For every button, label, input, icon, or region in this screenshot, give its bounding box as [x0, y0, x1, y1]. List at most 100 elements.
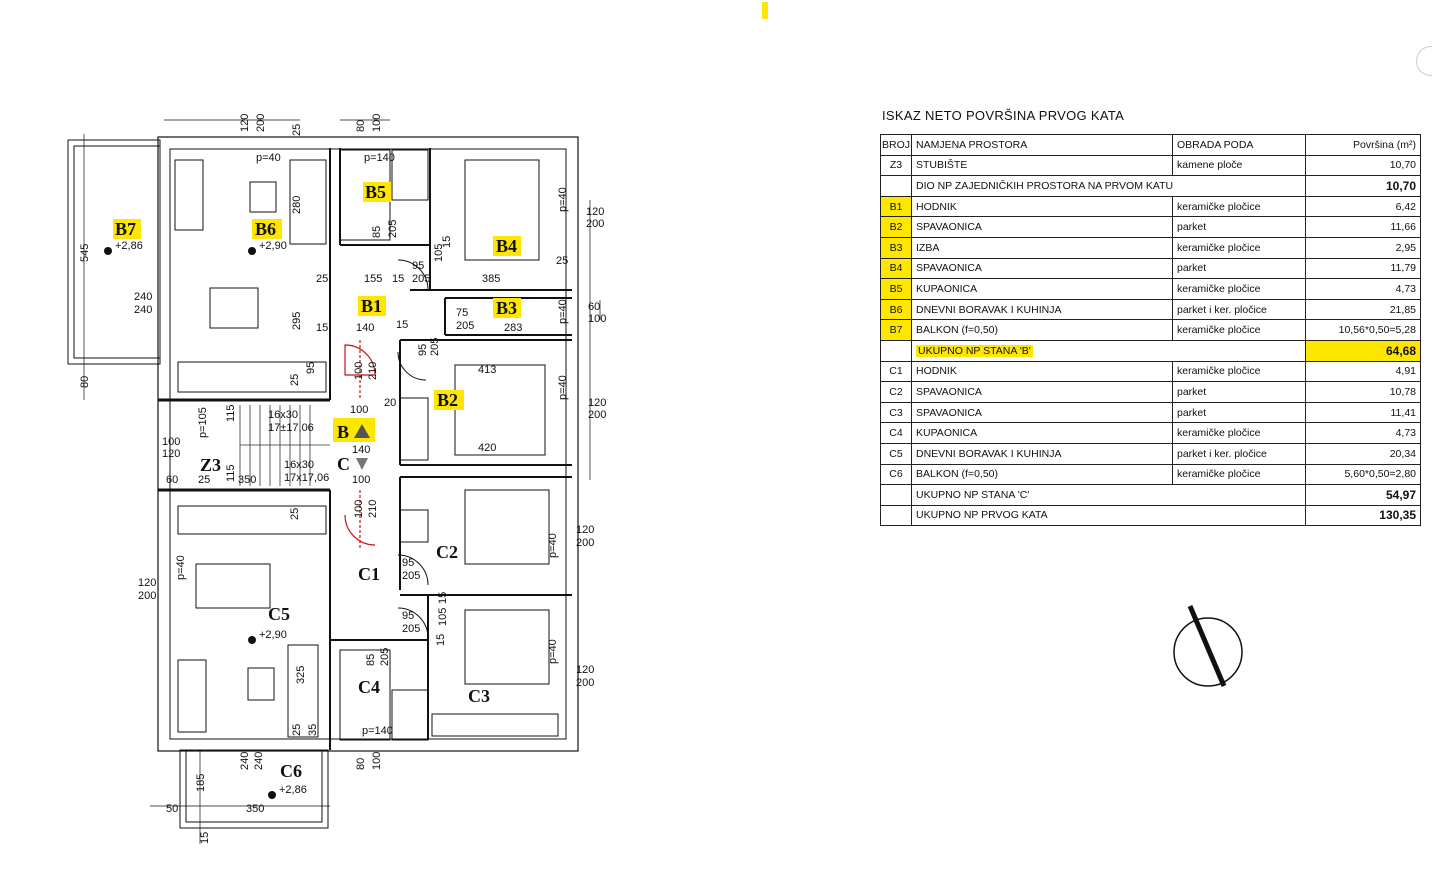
- dimension-label: 200: [138, 590, 156, 602]
- dimension-label: 295: [291, 312, 303, 330]
- room-id-cell: B6: [880, 298, 912, 321]
- dimension-label: 205: [412, 273, 430, 285]
- dimension-label: 16x30: [268, 409, 298, 421]
- dimension-label: 200: [588, 409, 606, 421]
- area-cell: 5,60*0,50=2,80: [1305, 463, 1421, 486]
- dimension-label: 15: [441, 236, 453, 248]
- room-name-cell: KUPAONICA: [911, 422, 1173, 444]
- dimension-label: 35: [307, 724, 319, 736]
- room-label-c1: C1: [358, 564, 380, 584]
- dimension-label: 120: [576, 524, 594, 536]
- dimension-label: p=140: [364, 152, 395, 164]
- room-name-cell: HODNIK: [911, 360, 1173, 383]
- dimension-label: 105: [437, 608, 449, 626]
- dimension-label: 200: [255, 114, 267, 132]
- area-cell: 6,42: [1305, 195, 1421, 218]
- room-id-cell: B4: [880, 257, 912, 280]
- dimension-label: p=40: [256, 152, 281, 164]
- dimension-label: 25: [198, 474, 210, 486]
- subtotal-area: 54,97: [1305, 484, 1421, 506]
- room-name-cell: HODNIK: [911, 195, 1173, 218]
- subtotal-text: DIO NP ZAJEDNIČKIH PROSTORA NA PRVOM KAT…: [916, 179, 1174, 192]
- dimension-label: 120: [588, 397, 606, 409]
- dimension-label: 210: [367, 362, 379, 380]
- area-cell: 4,73: [1305, 422, 1421, 444]
- subtotal-area: 130,35: [1305, 504, 1421, 527]
- room-label-b2: B2: [437, 390, 458, 410]
- room-id-cell: C6: [880, 463, 912, 486]
- room-label-c3: C3: [468, 686, 490, 706]
- dimension-label: 205: [379, 648, 391, 666]
- dimension-label: 283: [504, 322, 522, 334]
- subtotal-label: UKUPNO NP STANA 'B': [911, 339, 1306, 362]
- dimension-label: 95: [402, 557, 414, 569]
- dimension-label: 60: [588, 301, 600, 313]
- room-id-cell: C4: [880, 422, 912, 444]
- floor-cell: keramičke pločice: [1172, 360, 1306, 383]
- dimension-label: 80: [355, 758, 367, 770]
- level-c6: +2,86: [279, 784, 307, 796]
- dimension-label: 25: [556, 255, 568, 267]
- room-name-cell: SPAVAONICA: [911, 401, 1173, 424]
- room-name-cell: IZBA: [911, 236, 1173, 259]
- dimension-label: 205: [387, 220, 399, 238]
- subtotal-row: UKUPNO NP STANA 'B'64,68: [880, 339, 1421, 362]
- subtotal-label: UKUPNO NP STANA 'C': [911, 484, 1306, 506]
- floor-cell: keramičke pločice: [1172, 319, 1306, 341]
- dimension-label: 17x17,06: [284, 472, 329, 484]
- room-name-cell: SPAVAONICA: [911, 381, 1173, 403]
- dimension-label: 75: [456, 307, 468, 319]
- entrance-label-c: C: [337, 454, 350, 474]
- dimension-label: 280: [291, 196, 303, 214]
- dimension-label: 95: [305, 362, 317, 374]
- table-title: ISKAZ NETO POVRŠINA PRVOG KATA: [882, 108, 1125, 123]
- room-name-cell: BALKON (f=0,50): [911, 463, 1173, 486]
- room-label-b3: B3: [496, 298, 517, 318]
- room-id-cell: C3: [880, 401, 912, 424]
- dimension-label: 120: [239, 114, 251, 132]
- dimension-label: 95: [402, 610, 414, 622]
- dimension-label: 210: [367, 500, 379, 518]
- level-c5: +2,90: [259, 629, 287, 641]
- room-label-b7: B7: [115, 219, 136, 239]
- room-id-cell: B2: [880, 216, 912, 238]
- dimension-label: 15: [199, 832, 211, 844]
- dimension-label: 240: [239, 752, 251, 770]
- subtotal-row: DIO NP ZAJEDNIČKIH PROSTORA NA PRVOM KAT…: [880, 175, 1421, 197]
- room-name-cell: SPAVAONICA: [911, 216, 1173, 238]
- dimension-label: 25: [289, 508, 301, 520]
- area-cell: 11,79: [1305, 257, 1421, 280]
- dimension-label: 50: [166, 803, 178, 815]
- area-cell: 10,70: [1305, 154, 1421, 177]
- area-cell: 2,95: [1305, 236, 1421, 259]
- room-name-cell: DNEVNI BORAVAK I KUHINJA: [911, 442, 1173, 465]
- dimension-label: 100: [371, 752, 383, 770]
- subtotal-row: UKUPNO NP STANA 'C'54,97: [880, 484, 1421, 506]
- dimension-label: 100: [371, 114, 383, 132]
- dimension-label: 100: [353, 362, 365, 380]
- room-label-c4: C4: [358, 677, 380, 697]
- dimension-label: 240: [134, 304, 152, 316]
- dimension-label: 25: [316, 273, 328, 285]
- subtotal-area: 64,68: [1305, 339, 1421, 362]
- dimension-label: 80: [355, 120, 367, 132]
- floor-cell: parket: [1172, 381, 1306, 403]
- dimension-label: 115: [225, 404, 237, 422]
- dimension-label: 205: [456, 320, 474, 332]
- dimension-label: 185: [195, 774, 207, 792]
- room-label-c5: C5: [268, 604, 290, 624]
- area-cell: 4,91: [1305, 360, 1421, 383]
- empty-cell: [880, 504, 912, 527]
- area-cell: 11,66: [1305, 216, 1421, 238]
- room-id-cell: B1: [880, 195, 912, 218]
- dimension-label: p=40: [175, 555, 187, 580]
- room-id-cell: C5: [880, 442, 912, 465]
